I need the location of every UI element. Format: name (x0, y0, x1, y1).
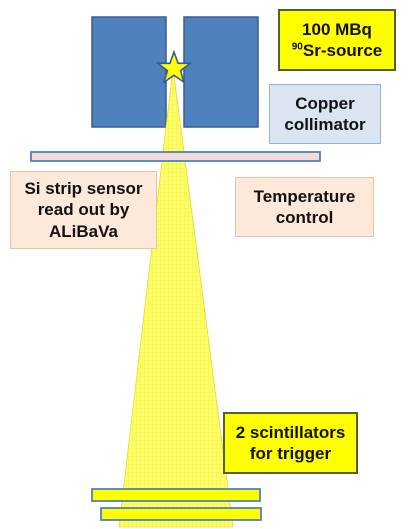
sensor-plate (30, 151, 321, 162)
source-isotope: 90Sr-source (292, 40, 383, 61)
collimator-block-left (91, 16, 167, 128)
scintillator-label-line2: for trigger (249, 444, 332, 463)
sensor-label: Si strip sensor read out by ALiBaVa (10, 171, 157, 249)
isotope-mass-number: 90 (291, 41, 303, 53)
beta-beam (118, 67, 234, 528)
scintillator-label: 2 scintillators for trigger (223, 412, 358, 474)
temperature-label-line1: Temperature (253, 186, 356, 206)
collimator-label-line1: Copper (295, 93, 355, 113)
collimator-block-right (183, 16, 259, 128)
collimator-label-line2: collimator (284, 115, 366, 134)
collimator-label: Copper collimator (269, 84, 381, 144)
source-star-icon (155, 49, 193, 85)
source-label: 100 MBq 90Sr-source (278, 9, 396, 71)
sensor-label-line2: read out by (37, 200, 130, 220)
temperature-label: Temperature control (235, 177, 374, 237)
scintillator-plate-2 (100, 507, 262, 521)
source-activity: 100 MBq (302, 19, 372, 39)
scintillator-label-line1: 2 scintillators (235, 422, 346, 442)
sensor-label-line3: ALiBaVa (49, 221, 118, 241)
temperature-label-line2: control (275, 208, 334, 227)
isotope-name: Sr-source (302, 41, 383, 60)
scintillator-plate-1 (91, 488, 261, 502)
sensor-label-line1: Si strip sensor (24, 179, 143, 199)
